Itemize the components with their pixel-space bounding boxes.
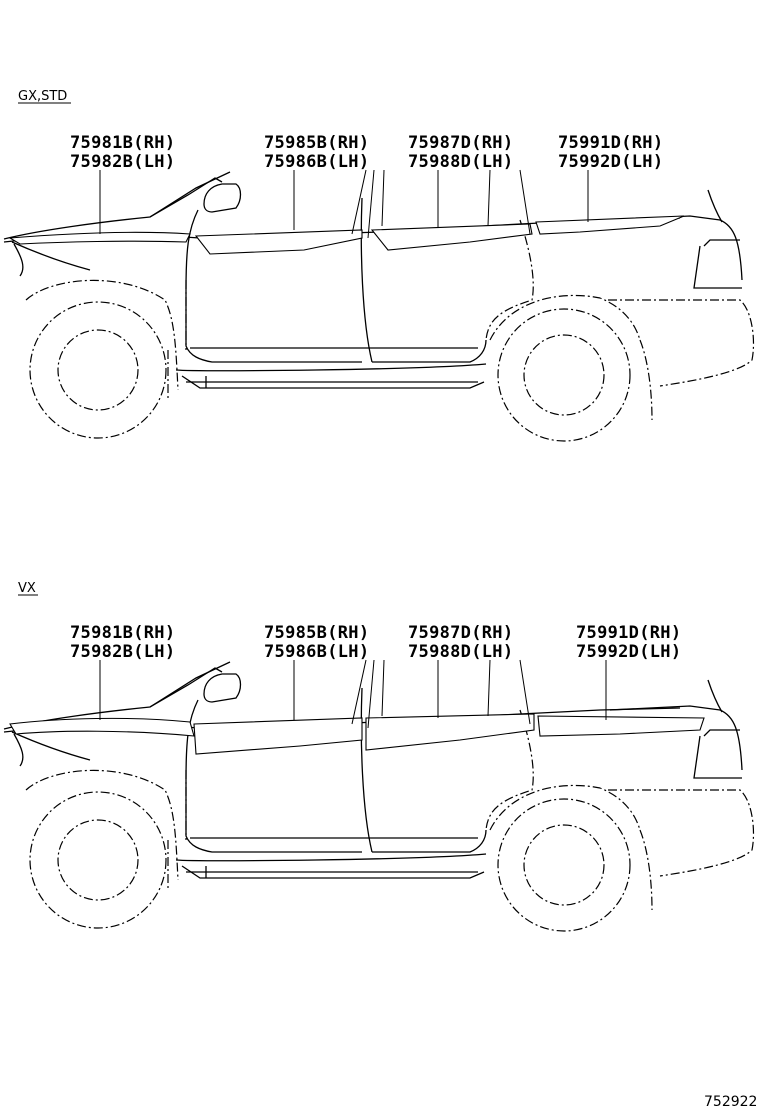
- stripe-decal-rear-quarter: [535, 215, 685, 235]
- part-label-rh: 75991D(RH): [558, 133, 663, 153]
- leader-line: [519, 169, 531, 235]
- part-label-rh: 75985B(RH): [264, 133, 369, 153]
- vehicle-side-view: [3, 659, 755, 932]
- leader-line: [367, 169, 375, 239]
- part-label-rh: 75987D(RH): [408, 133, 513, 153]
- section-gx-std: GX,STD 75981B(RH) 75982B(LH) 75985B(RH) …: [3, 89, 755, 442]
- part-label-lh: 75992D(LH): [576, 642, 681, 662]
- leader-line: [519, 659, 531, 725]
- stripe-decal-front: [9, 717, 195, 737]
- leader-line: [367, 659, 375, 729]
- leader-line: [487, 659, 491, 717]
- part-label-lh: 75986B(LH): [264, 642, 369, 662]
- part-label-rh: 75981B(RH): [70, 133, 175, 153]
- part-label-rh: 75991D(RH): [576, 623, 681, 643]
- leader-line: [351, 659, 367, 725]
- figure-number: 752922: [704, 1094, 757, 1110]
- stripe-decal-front-door: [193, 717, 363, 755]
- leader-line: [487, 169, 491, 227]
- part-label-rh: 75987D(RH): [408, 623, 513, 643]
- section-label: VX: [18, 581, 36, 596]
- part-label-lh: 75988D(LH): [408, 152, 513, 172]
- part-label-lh: 75982B(LH): [70, 642, 175, 662]
- leader-line: [351, 169, 367, 235]
- stripe-decal-front: [8, 231, 191, 245]
- stripe-decal-front-door: [194, 229, 363, 255]
- stripe-decal-rear-door: [370, 223, 533, 251]
- part-label-rh: 75985B(RH): [264, 623, 369, 643]
- leader-line: [381, 169, 385, 227]
- section-vx: VX 75981B(RH) 75982B(LH) 75985B(RH) 7598…: [3, 581, 755, 932]
- vehicle-side-view: [3, 169, 755, 442]
- part-label-lh: 75992D(LH): [558, 152, 663, 172]
- leader-line: [381, 659, 385, 717]
- part-label-lh: 75986B(LH): [264, 152, 369, 172]
- stripe-decal-rear-quarter: [537, 715, 705, 737]
- section-label: GX,STD: [18, 89, 67, 104]
- part-label-lh: 75982B(LH): [70, 152, 175, 172]
- part-label-rh: 75981B(RH): [70, 623, 175, 643]
- stripe-decal-rear-door: [365, 713, 535, 751]
- part-label-lh: 75988D(LH): [408, 642, 513, 662]
